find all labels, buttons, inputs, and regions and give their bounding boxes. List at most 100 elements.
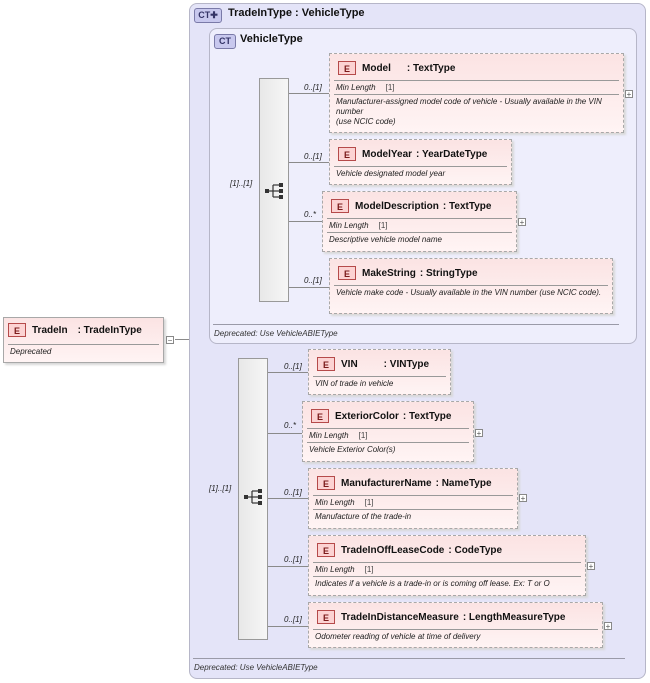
element-badge-icon: E (8, 323, 26, 337)
vehicletype-sequence[interactable] (259, 78, 289, 302)
exteriorcolor-type: : TextType (402, 410, 452, 422)
exteriorcolor-element[interactable]: E ExteriorColor : TextType Min Length[1]… (302, 401, 474, 462)
model-separator (334, 94, 619, 95)
tradeinoffleasecode-header: E TradeInOffLeaseCode : CodeType (317, 542, 502, 558)
expand-icon[interactable]: + (604, 622, 612, 631)
modeldescription-name: ModelDescription (355, 200, 439, 212)
manufacturername-facet: Min Length[1] (315, 498, 374, 507)
manufacturername-description: Manufacture of the trade-in (315, 512, 412, 521)
tradeindistancemeasure-separator (313, 629, 598, 630)
manufacturername-name: ManufacturerName (341, 477, 432, 489)
element-badge-icon: E (317, 357, 335, 371)
element-badge-icon: E (317, 543, 335, 557)
vin-element[interactable]: E VIN : VINType VIN of trade in vehicle (308, 349, 451, 395)
makestring-description: Vehicle make code - Usually available in… (336, 288, 602, 297)
tradeinoffleasecode-separator (313, 576, 581, 577)
tradeinoffleasecode-element[interactable]: E TradeInOffLeaseCode : CodeType Min Len… (308, 535, 586, 596)
vin-cardinality: 0..[1] (284, 362, 302, 371)
manufacturername-element[interactable]: E ManufacturerName : NameType Min Length… (308, 468, 518, 529)
tradeindistancemeasure-type: : LengthMeasureType (462, 611, 566, 623)
exteriorcolor-separator (307, 442, 469, 443)
makestring-name: MakeString (362, 267, 416, 279)
manufacturername-header: E ManufacturerName : NameType (317, 475, 492, 491)
collapse-icon[interactable]: − (166, 336, 174, 345)
element-badge-icon: E (331, 199, 349, 213)
exteriorcolor-facet: Min Length[1] (309, 431, 368, 440)
tradeintype-title: TradeInType : VehicleType (228, 7, 365, 19)
element-badge-icon: E (317, 610, 335, 624)
tradein-separator (8, 344, 159, 345)
expand-icon[interactable]: + (518, 218, 526, 227)
makestring-header: E MakeString : StringType (338, 265, 478, 281)
complex-type-badge-icon: CT✚ (194, 8, 222, 23)
tradeinoffleasecode-facet: Min Length[1] (315, 565, 374, 574)
tradeintype-sequence[interactable] (238, 358, 268, 640)
exteriorcolor-header: E ExteriorColor : TextType (311, 408, 451, 424)
tradein-element[interactable]: E TradeIn : TradeInType Deprecated (3, 317, 164, 363)
connector-root (175, 339, 190, 340)
modelyear-element[interactable]: E ModelYear : YearDateType Vehicle desig… (329, 139, 512, 185)
vin-description: VIN of trade in vehicle (315, 379, 394, 388)
tradeintype-deprecated: Deprecated: Use VehicleABIEType (194, 663, 318, 672)
exteriorcolor-cardinality: 0..* (284, 421, 297, 430)
tradeindistancemeasure-cardinality: 0..[1] (284, 615, 302, 624)
tradein-name: TradeIn (32, 324, 68, 336)
expand-icon[interactable]: + (587, 562, 595, 571)
sequence-icon (265, 183, 283, 199)
branch-tradeinoffleasecode (268, 566, 308, 567)
vin-type: : VINType (383, 358, 430, 370)
model-cardinality: 0..[1] (304, 83, 322, 92)
modelyear-separator (334, 166, 507, 167)
vehicletype-divider (213, 324, 619, 325)
branch-modeldescription (289, 221, 322, 222)
vehicletype-title: VehicleType (240, 33, 303, 45)
model-facet: Min Length[1] (336, 83, 395, 92)
element-badge-icon: E (338, 147, 356, 161)
branch-modelyear (289, 162, 329, 163)
element-badge-icon: E (317, 476, 335, 490)
element-badge-icon: E (311, 409, 329, 423)
tradein-header: E TradeIn : TradeInType (8, 322, 142, 338)
modelyear-type: : YearDateType (416, 148, 488, 160)
manufacturername-cardinality: 0..[1] (284, 488, 302, 497)
vin-name: VIN (341, 358, 358, 370)
vehicletype-sequence-cardinality: [1]..[1] (230, 179, 253, 188)
tradein-type: : TradeInType (77, 324, 142, 336)
makestring-cardinality: 0..[1] (304, 276, 322, 285)
tradeintype-divider (193, 658, 625, 659)
modelyear-name: ModelYear (362, 148, 413, 160)
tradeindistancemeasure-element[interactable]: E TradeInDistanceMeasure : LengthMeasure… (308, 602, 603, 648)
vin-separator (313, 376, 446, 377)
makestring-separator (334, 285, 608, 286)
manufacturername-separator (313, 509, 513, 510)
model-name: Model (362, 62, 391, 74)
modeldescription-separator (327, 218, 512, 219)
expand-icon[interactable]: + (475, 429, 483, 438)
expand-icon[interactable]: + (519, 494, 527, 503)
tradeintype-sequence-cardinality: [1]..[1] (209, 484, 232, 493)
exteriorcolor-separator (307, 428, 469, 429)
model-separator (334, 80, 619, 81)
branch-tradeindistancemeasure (268, 626, 308, 627)
branch-manufacturername (268, 498, 308, 499)
branch-vin (268, 372, 308, 373)
exteriorcolor-description: Vehicle Exterior Color(s) (309, 445, 396, 454)
model-element[interactable]: E Model : TextType Min Length[1] Manufac… (329, 53, 624, 133)
branch-model (289, 93, 329, 94)
tradeinoffleasecode-name: TradeInOffLeaseCode (341, 544, 445, 556)
tradeinoffleasecode-type: : CodeType (448, 544, 503, 556)
makestring-element[interactable]: E MakeString : StringType Vehicle make c… (329, 258, 613, 314)
complex-type-badge-icon: CT (214, 34, 236, 49)
expand-icon[interactable]: + (625, 90, 633, 99)
modeldescription-header: E ModelDescription : TextType (331, 198, 491, 214)
tradeinoffleasecode-separator (313, 562, 581, 563)
modeldescription-element[interactable]: E ModelDescription : TextType Min Length… (322, 191, 517, 252)
model-description: Manufacturer-assigned model code of vehi… (336, 97, 602, 126)
vehicletype-deprecated: Deprecated: Use VehicleABIEType (214, 329, 338, 338)
branch-makestring (289, 287, 329, 288)
tradeindistancemeasure-description: Odometer reading of vehicle at time of d… (315, 632, 481, 641)
modeldescription-separator (327, 232, 512, 233)
modeldescription-facet: Min Length[1] (329, 221, 388, 230)
makestring-type: : StringType (419, 267, 478, 279)
modelyear-header: E ModelYear : YearDateType (338, 146, 487, 162)
